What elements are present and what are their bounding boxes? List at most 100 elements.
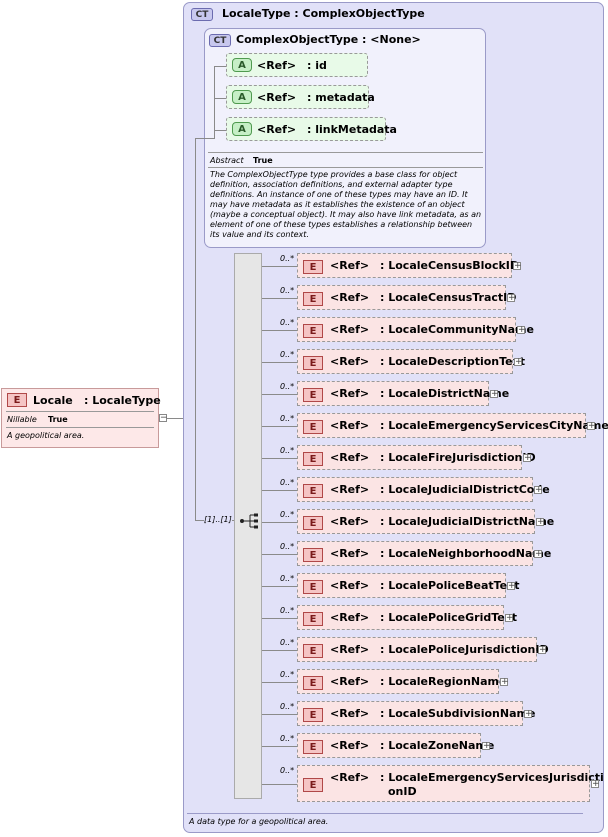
attribute-name: : metadata — [307, 91, 375, 104]
element-box[interactable]: E<Ref>: LocaleRegionName — [297, 669, 506, 694]
base-type-connector — [195, 138, 215, 139]
element-connector — [262, 682, 297, 683]
element-cardinality: 0..* — [280, 510, 295, 519]
element-expand-toggle[interactable]: + — [591, 779, 600, 789]
attribute-badge-icon: A — [232, 58, 252, 72]
element-expand-toggle[interactable]: + — [513, 261, 522, 271]
sequence-cardinality: [1]..[1] — [204, 515, 232, 524]
element-name: : LocaleCensusTractID — [380, 291, 517, 304]
element-connector — [262, 426, 297, 427]
element-cardinality: 0..* — [280, 286, 295, 295]
element-cardinality: 0..* — [280, 478, 295, 487]
element-name-continued: onID — [388, 785, 417, 798]
element-ref: <Ref> — [330, 259, 370, 272]
element-box[interactable]: E <Ref> : LocaleJudicialDistrictName — [297, 509, 554, 534]
root-divider — [6, 411, 154, 412]
element-box[interactable]: E<Ref>: LocalePoliceJurisdictionID — [297, 637, 549, 662]
element-box[interactable]: E<Ref>: LocaleSubdivisionName — [297, 701, 535, 726]
element-name: : LocaleEmergencyServicesCityName — [380, 419, 608, 432]
element-box[interactable]: E<Ref>: LocalePoliceGridText — [297, 605, 517, 630]
element-badge-icon: E — [303, 420, 323, 434]
element-ref: <Ref> — [330, 611, 370, 624]
attribute-connector-vertical — [214, 66, 215, 138]
element-box[interactable]: E<Ref>: LocalePoliceBeatText — [297, 573, 520, 598]
element-box[interactable]: E<Ref>: LocaleNeighborhoodName — [297, 541, 551, 566]
root-element-type: : LocaleType — [84, 394, 161, 407]
element-cardinality: 0..* — [280, 574, 295, 583]
element-expand-toggle[interactable]: + — [505, 613, 514, 623]
element-ref: <Ref> — [330, 419, 370, 432]
element-expand-toggle[interactable]: + — [524, 709, 533, 719]
element-cardinality: 0..* — [280, 638, 295, 647]
element-box[interactable]: E<Ref>: LocaleZoneName — [297, 733, 494, 758]
element-cardinality: 0..* — [280, 382, 295, 391]
element-box[interactable]: E<Ref>: LocaleCensusTractID — [297, 285, 516, 310]
element-name: : LocaleNeighborhoodName — [380, 547, 552, 560]
element-expand-toggle[interactable]: + — [490, 389, 499, 399]
element-name: : LocaleJudicialDistrictName — [380, 515, 555, 528]
element-expand-toggle[interactable]: + — [507, 581, 516, 591]
element-expand-toggle[interactable]: + — [507, 293, 516, 303]
element-ref: <Ref> — [330, 675, 370, 688]
root-divider-2 — [6, 427, 154, 428]
element-cardinality: 0..* — [280, 446, 295, 455]
element-name: : LocalePoliceGridText — [380, 611, 518, 624]
base-type-badge-icon: CT — [209, 34, 231, 47]
element-ref: <Ref> — [330, 323, 370, 336]
element-ref: <Ref> — [330, 739, 370, 752]
attribute-badge-icon: A — [232, 90, 252, 104]
element-name: : LocaleCensusBlockID — [380, 259, 520, 272]
element-expand-toggle[interactable]: + — [500, 677, 509, 687]
element-badge-icon: E — [303, 548, 323, 562]
attribute-ref: <Ref> — [257, 123, 297, 136]
element-box[interactable]: E<Ref>: LocaleDistrictName — [297, 381, 509, 406]
element-expand-toggle[interactable]: + — [587, 421, 596, 431]
element-cardinality: 0..* — [280, 350, 295, 359]
element-badge-icon: E — [303, 644, 323, 658]
element-expand-toggle[interactable]: + — [534, 485, 543, 495]
element-expand-toggle[interactable]: + — [482, 741, 491, 751]
element-expand-toggle[interactable]: + — [514, 357, 523, 367]
element-box[interactable]: E <Ref> : LocaleEmergencyServicesCityName — [297, 413, 608, 438]
element-box[interactable]: E <Ref> : LocaleCommunityName — [297, 317, 534, 342]
element-cardinality: 0..* — [280, 766, 295, 775]
attribute-linkmetadata[interactable]: A <Ref> : linkMetadata — [226, 117, 397, 141]
element-name: : LocaleSubdivisionName — [380, 707, 536, 720]
root-collapse-toggle[interactable]: − — [159, 413, 168, 423]
main-connector-vertical — [195, 138, 196, 520]
element-badge-icon: E — [303, 388, 323, 402]
attribute-ref: <Ref> — [257, 59, 297, 72]
element-connector — [262, 554, 297, 555]
abstract-value: True — [253, 156, 273, 165]
element-box[interactable]: E<Ref>: LocaleCensusBlockID — [297, 253, 519, 278]
element-box[interactable]: E<Ref>: LocaleDescriptionText — [297, 349, 525, 374]
element-cardinality: 0..* — [280, 606, 295, 615]
element-expand-toggle[interactable]: + — [534, 549, 543, 559]
element-expand-toggle[interactable]: + — [536, 517, 545, 527]
element-expand-toggle[interactable]: + — [517, 325, 526, 335]
element-connector — [262, 784, 297, 785]
attribute-connector-3 — [214, 130, 226, 131]
element-connector — [262, 362, 297, 363]
element-badge-icon: E — [303, 516, 323, 530]
element-expand-toggle[interactable]: + — [523, 453, 532, 463]
root-element-box[interactable]: E Locale : LocaleType Nillable True A ge… — [1, 388, 161, 448]
element-name: : LocaleCommunityName — [380, 323, 534, 336]
base-type-divider-2 — [208, 167, 483, 168]
element-ref: <Ref> — [330, 515, 370, 528]
element-box[interactable]: E<Ref>: LocaleFireJurisdictionID — [297, 445, 536, 470]
element-badge-icon: E — [7, 393, 27, 407]
element-box[interactable]: E<Ref>: LocaleJudicialDistrictCode — [297, 477, 550, 502]
element-expand-toggle[interactable]: + — [538, 645, 547, 655]
sequence-icon — [240, 513, 258, 529]
element-box[interactable]: E<Ref>: LocaleEmergencyServicesJurisdict… — [297, 765, 604, 802]
element-badge-icon: E — [303, 324, 323, 338]
element-ref: <Ref> — [330, 291, 370, 304]
element-badge-icon: E — [303, 740, 323, 754]
attribute-id[interactable]: A <Ref> : id — [226, 53, 368, 77]
attribute-metadata[interactable]: A <Ref> : metadata — [226, 85, 375, 109]
root-connector — [167, 418, 183, 419]
element-connector — [262, 746, 297, 747]
element-ref: <Ref> — [330, 387, 370, 400]
attribute-name: : linkMetadata — [307, 123, 397, 136]
